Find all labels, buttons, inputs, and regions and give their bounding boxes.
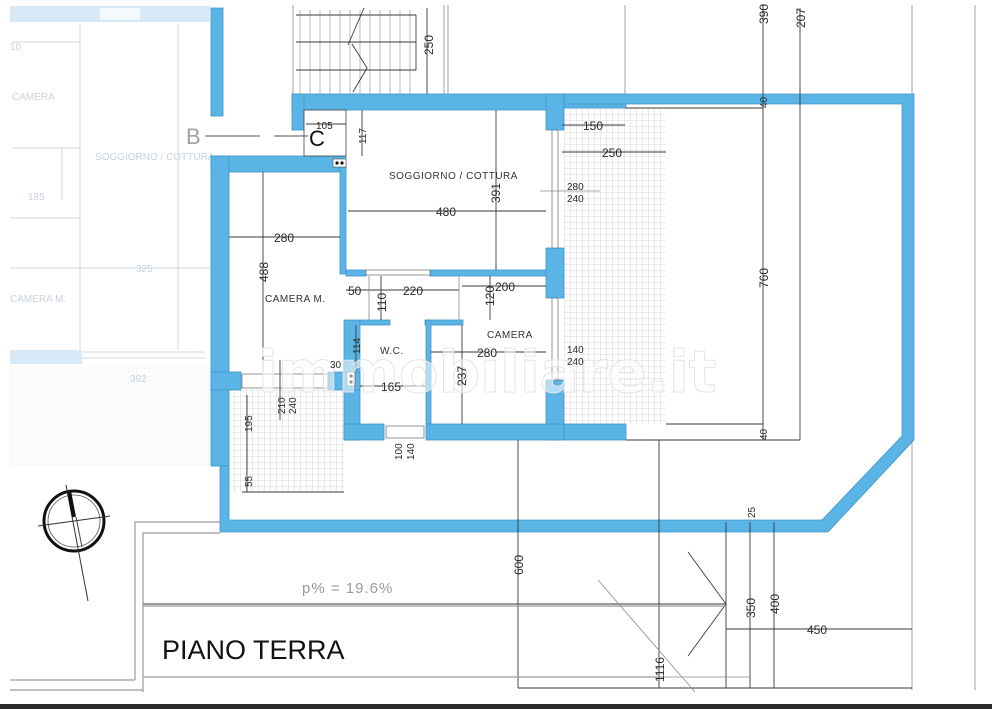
porch-tiles-left [230,389,344,492]
dimension-labels: 250 390 207 105 117 480 391 150 250 280 … [244,4,827,682]
neighbor-label: 10 [10,42,22,53]
dim-label: 250 [422,35,436,55]
dim-label: 140 [567,345,584,356]
neighbor-label: CAMERA M. [10,294,66,305]
slope-label: p% = 19.6% [302,580,393,597]
dim-label: 1116 [653,657,667,682]
walls [210,7,915,533]
dim-label: 200 [495,280,515,294]
dim-label: 240 [288,397,299,414]
neighbor-unit: 10 CAMERA SOGGIORNO / COTTURA 185 325 CA… [10,6,215,466]
dim-label: 100 [394,443,405,460]
watermark: immobiliare.it [258,338,716,406]
dim-label: 220 [403,284,423,298]
dim-label: 40 [759,428,770,440]
dim-label: 117 [358,128,369,144]
dimension-lines [143,4,976,693]
dim-label: 210 [277,397,288,414]
room-label-camera: CAMERA [487,330,533,341]
neighbor-label: 325 [136,264,153,275]
dim-label: 280 [477,346,497,360]
porch-tiles-right [564,108,666,424]
room-label-camera-m: CAMERA M. [265,294,326,305]
dim-label: 280 [567,182,584,193]
plan-title: PIANO TERRA [162,635,345,665]
closet-c [303,109,347,157]
dim-label: 114 [352,338,363,354]
dim-label: 237 [455,366,469,386]
dim-label: 25 [747,506,758,518]
neighbor-label: SOGGIORNO / COTTURA [95,152,215,163]
dim-label: 140 [406,443,417,460]
dim-label: 110 [375,293,389,312]
dim-label: 105 [316,121,333,132]
dim-label: 760 [757,268,771,288]
dim-label: 207 [794,8,808,28]
dim-label: 150 [583,119,603,133]
dim-label: 391 [489,183,503,203]
dim-label: 250 [602,146,622,160]
dim-label: 120 [483,286,497,306]
outlet-icon [346,371,356,387]
dim-label: 390 [757,4,771,24]
dim-label: 50 [348,284,362,298]
dim-label: 280 [274,231,294,245]
room-label-soggiorno: SOGGIORNO / COTTURA [389,171,518,182]
dim-label: 40 [759,96,770,108]
dim-label: 400 [768,594,782,614]
staircase [292,5,449,95]
openings [241,129,559,439]
section-marker-b: B [186,124,201,149]
neighbor-label: 185 [28,192,45,203]
dim-label: 55 [244,475,255,487]
dim-label: 488 [257,262,271,282]
neighbor-label: 392 [130,374,147,385]
dim-label: 350 [744,598,758,618]
dim-label: 195 [244,415,255,432]
dim-label: 480 [436,205,456,219]
outlet-icon [332,158,347,168]
dim-label: 30 [330,360,342,371]
section-marker-c: C [309,126,325,151]
bottom-edge-bar [0,704,992,709]
room-label-wc: W.C. [380,346,404,357]
dim-label: 450 [807,623,827,637]
neighbor-label: CAMERA [12,92,55,103]
title-frame [10,521,726,692]
dim-label: 600 [512,555,526,575]
dim-label: 240 [567,194,584,205]
north-compass-icon [37,484,111,602]
dim-label: 165 [381,380,401,394]
dim-label: 240 [567,357,584,368]
